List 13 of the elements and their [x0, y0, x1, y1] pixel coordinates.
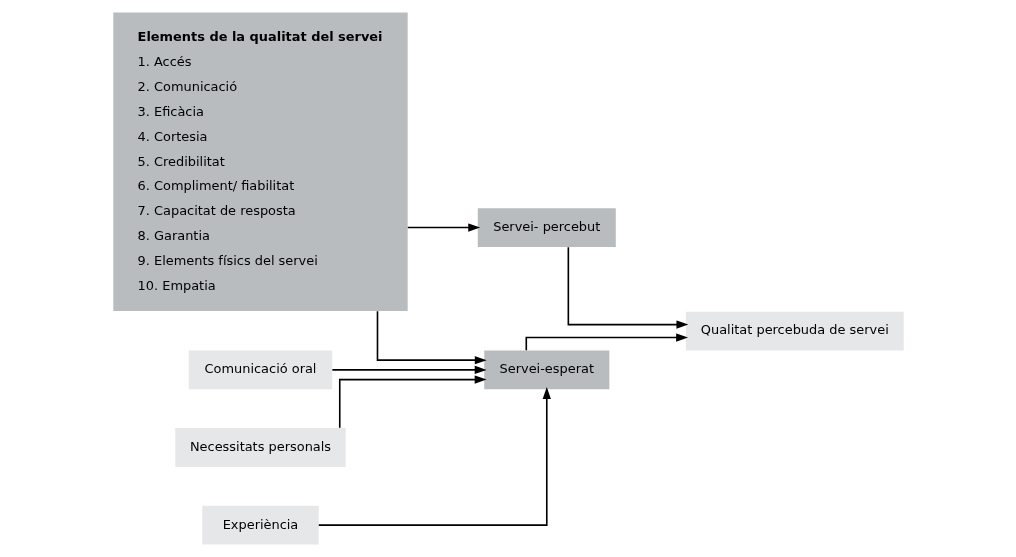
node-box: Elements de la qualitat del servei 1. Accés 2. Comunicació 3. Eficàcia 4. Cortesia 5. Credibilitat 6. Compliment/ fiabilitat 7. Capacitat de resposta 8. Garantia 9. Elements físics del servei 10. Empatia — [112, 12, 408, 312]
node-box: Servei-esperat — [483, 350, 609, 390]
node-box: Comunicació oral — [188, 350, 332, 390]
arrow — [406, 223, 480, 232]
arrow — [317, 387, 551, 526]
arrow — [567, 246, 688, 329]
arrow — [376, 310, 487, 365]
node-box: Experiència — [201, 505, 319, 545]
node-box: Qualitat percebuda de servei — [685, 311, 904, 351]
arrow — [338, 375, 487, 429]
arrow — [331, 365, 487, 375]
node-box: Necessitats personals — [174, 428, 346, 467]
node-box: Servei- percebut — [477, 208, 616, 247]
